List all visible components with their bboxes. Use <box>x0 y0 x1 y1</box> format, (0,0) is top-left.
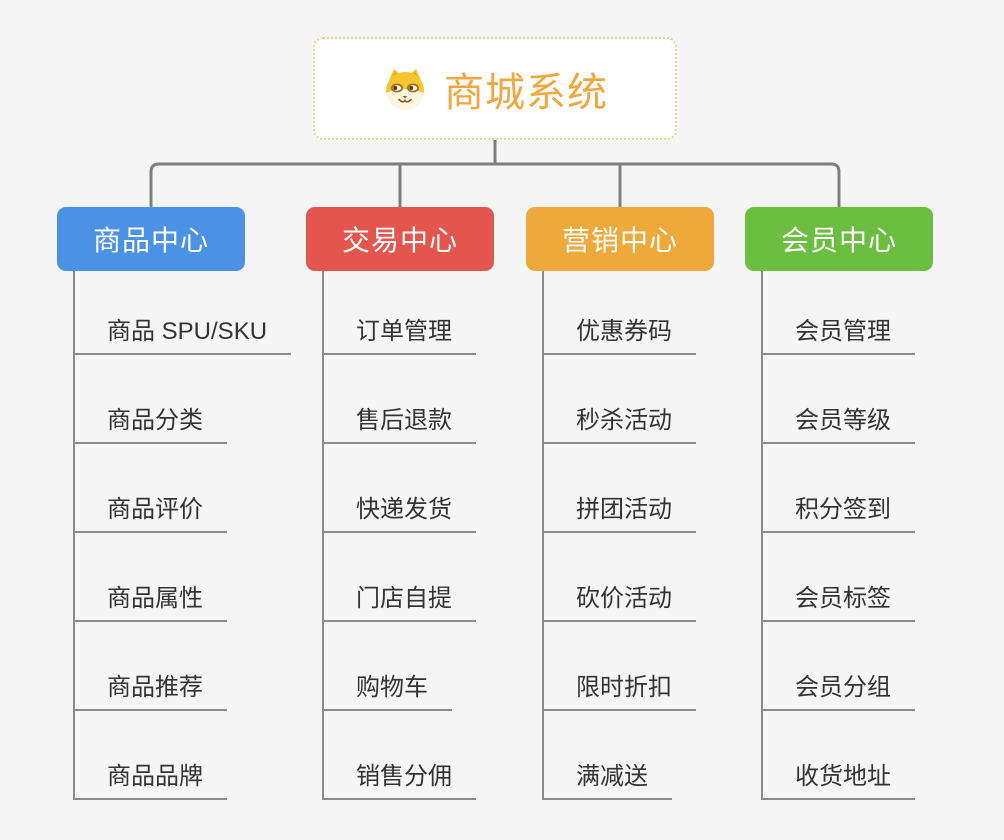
leaf-list: 订单管理售后退款快递发货门店自提购物车销售分佣 <box>322 271 566 800</box>
leaf-node[interactable]: 满减送 <box>544 756 672 800</box>
branch-node[interactable]: 会员中心 <box>745 207 933 271</box>
leaf-row: 商品品牌 <box>75 711 317 800</box>
leaf-row: 拼团活动 <box>544 444 786 533</box>
root-node[interactable]: 商城系统 <box>313 37 677 140</box>
leaf-row: 积分签到 <box>763 444 1004 533</box>
leaf-node[interactable]: 会员等级 <box>763 400 915 444</box>
leaf-row: 销售分佣 <box>324 711 566 800</box>
leaf-row: 砍价活动 <box>544 533 786 622</box>
leaf-row: 秒杀活动 <box>544 355 786 444</box>
leaf-row: 限时折扣 <box>544 622 786 711</box>
leaf-row: 会员分组 <box>763 622 1004 711</box>
leaf-row: 商品评价 <box>75 444 317 533</box>
branch-label: 商品中心 <box>92 225 209 256</box>
branch-node[interactable]: 交易中心 <box>306 207 494 271</box>
branch-label: 营销中心 <box>561 225 678 256</box>
dog-icon <box>386 68 424 110</box>
leaf-row: 会员管理 <box>763 271 1004 355</box>
leaf-row: 满减送 <box>544 711 786 800</box>
leaf-row: 商品 SPU/SKU <box>75 271 317 355</box>
leaf-node[interactable]: 商品分类 <box>75 400 227 444</box>
branch-column: 交易中心 订单管理售后退款快递发货门店自提购物车销售分佣 <box>306 207 566 800</box>
leaf-row: 门店自提 <box>324 533 566 622</box>
leaf-row: 购物车 <box>324 622 566 711</box>
leaf-node[interactable]: 优惠券码 <box>544 311 696 355</box>
branch-column: 商品中心 商品 SPU/SKU 商品分类商品评价商品属性商品推荐商品品牌 <box>57 207 317 800</box>
leaf-row: 商品分类 <box>75 355 317 444</box>
leaf-node[interactable]: 商品推荐 <box>75 667 227 711</box>
leaf-list: 会员管理会员等级积分签到会员标签会员分组收货地址 <box>761 271 1004 800</box>
leaf-node[interactable]: 售后退款 <box>324 400 476 444</box>
leaf-node[interactable]: 销售分佣 <box>324 756 476 800</box>
leaf-node[interactable]: 拼团活动 <box>544 489 696 533</box>
root-title: 商城系统 <box>444 70 608 115</box>
leaf-node[interactable]: 收货地址 <box>763 756 915 800</box>
leaf-list: 优惠券码秒杀活动拼团活动砍价活动限时折扣满减送 <box>542 271 786 800</box>
leaf-row: 商品推荐 <box>75 622 317 711</box>
leaf-row: 收货地址 <box>763 711 1004 800</box>
leaf-node[interactable]: 积分签到 <box>763 489 915 533</box>
leaf-row: 商品属性 <box>75 533 317 622</box>
leaf-node[interactable]: 购物车 <box>324 667 452 711</box>
leaf-node[interactable]: 商品 SPU/SKU <box>75 311 292 355</box>
branch-label: 会员中心 <box>780 225 897 256</box>
leaf-row: 优惠券码 <box>544 271 786 355</box>
branch-node[interactable]: 营销中心 <box>526 207 714 271</box>
branch-label: 交易中心 <box>341 225 458 256</box>
leaf-node[interactable]: 会员标签 <box>763 578 915 622</box>
branch-column: 营销中心 优惠券码秒杀活动拼团活动砍价活动限时折扣满减送 <box>526 207 786 800</box>
leaf-row: 会员标签 <box>763 533 1004 622</box>
leaf-node[interactable]: 会员管理 <box>763 311 915 355</box>
leaf-list: 商品 SPU/SKU 商品分类商品评价商品属性商品推荐商品品牌 <box>73 271 317 800</box>
leaf-node[interactable]: 快递发货 <box>324 489 476 533</box>
leaf-node[interactable]: 门店自提 <box>324 578 476 622</box>
branch-node[interactable]: 商品中心 <box>57 207 245 271</box>
leaf-node[interactable]: 会员分组 <box>763 667 915 711</box>
leaf-row: 售后退款 <box>324 355 566 444</box>
leaf-node[interactable]: 砍价活动 <box>544 578 696 622</box>
leaf-node[interactable]: 限时折扣 <box>544 667 696 711</box>
leaf-node[interactable]: 商品评价 <box>75 489 227 533</box>
leaf-node[interactable]: 秒杀活动 <box>544 400 696 444</box>
leaf-node[interactable]: 订单管理 <box>324 311 476 355</box>
leaf-node[interactable]: 商品品牌 <box>75 756 227 800</box>
leaf-node[interactable]: 商品属性 <box>75 578 227 622</box>
leaf-row: 订单管理 <box>324 271 566 355</box>
leaf-row: 快递发货 <box>324 444 566 533</box>
branch-column: 会员中心 会员管理会员等级积分签到会员标签会员分组收货地址 <box>745 207 1004 800</box>
leaf-row: 会员等级 <box>763 355 1004 444</box>
